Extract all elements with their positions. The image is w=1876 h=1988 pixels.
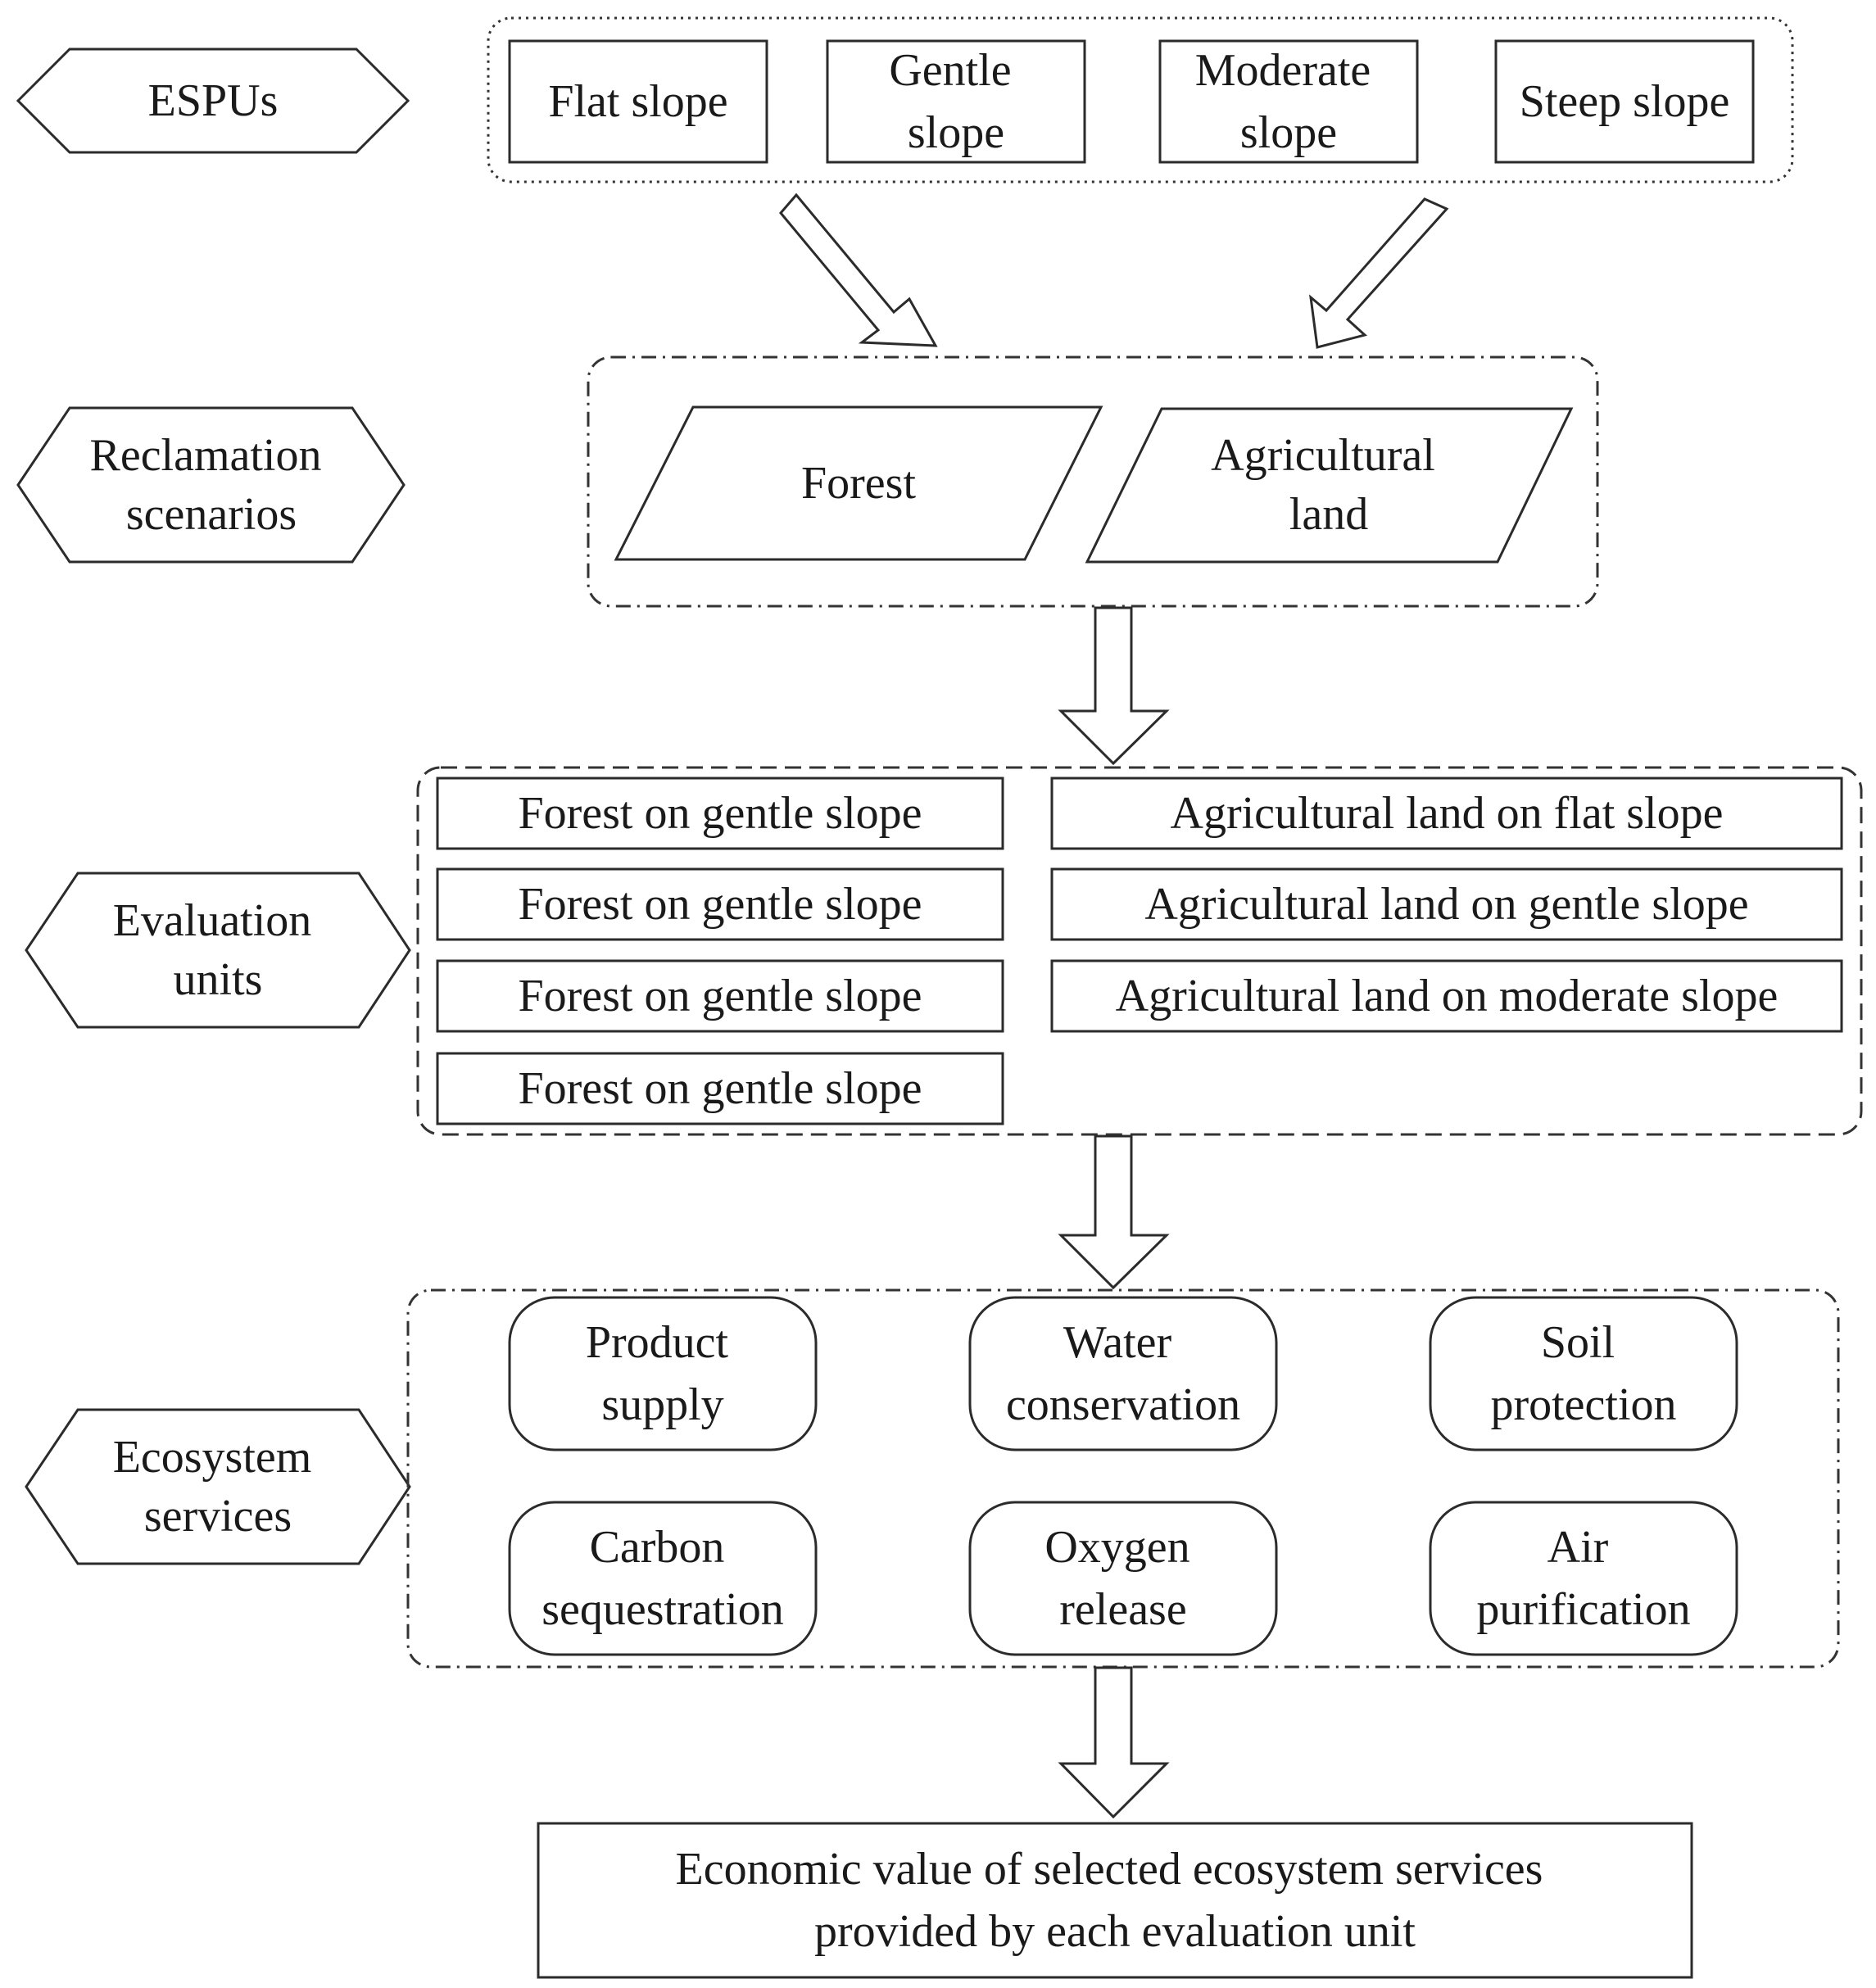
agri-unit-gentle-label: Agricultural land on gentle slope [1144, 879, 1748, 930]
svg-text:Economic value of selected eco: Economic value of selected ecosystem ser… [676, 1844, 1555, 1957]
arrow-down-1 [1058, 606, 1170, 766]
svg-text:Product supply: Product supply [586, 1317, 740, 1430]
espus-group-border [487, 16, 1794, 183]
forest-unit: Forest on gentle slope [436, 777, 1004, 850]
service-soil-line-2: protection [1490, 1379, 1676, 1430]
agri-unit-gentle: Agricultural land on gentle slope [1050, 867, 1843, 941]
stage-espus-line-1: ESPUs [148, 75, 279, 126]
slope-box-moderate: Moderate slope [1158, 39, 1419, 164]
service-product-supply: Product supply [508, 1296, 818, 1451]
service-water-conservation: Water conservation [968, 1296, 1278, 1451]
result-box: Economic value of selected ecosystem ser… [537, 1822, 1693, 1979]
svg-text:Gentle slope: Gentle slope [889, 45, 1022, 158]
service-carbon-sequestration: Carbon sequestration [508, 1501, 818, 1656]
svg-text:Moderate slope: Moderate slope [1195, 45, 1383, 158]
arrow-diagonal-left [779, 192, 938, 347]
forest-unit-label: Forest on gentle slope [518, 788, 922, 839]
stage-evaluation-line-2: units [174, 954, 263, 1005]
forest-unit: Forest on gentle slope [436, 1052, 1004, 1125]
svg-text:Evaluation units: Evaluation units [113, 895, 324, 1005]
service-air-line-2: purification [1476, 1584, 1690, 1635]
svg-text:Water conservation: Water conservation [1006, 1317, 1240, 1430]
forest-unit-label: Forest on gentle slope [518, 1063, 922, 1114]
svg-text:Agricultural land: Agricultural land [1211, 430, 1447, 540]
service-water-line-1: Water [1063, 1317, 1172, 1368]
forest-unit: Forest on gentle slope [436, 867, 1004, 941]
slope-gentle-line-2: slope [908, 107, 1004, 158]
service-carbon-line-2: sequestration [542, 1584, 783, 1635]
arrow-down-2 [1058, 1134, 1170, 1290]
svg-text:Reclamation scenarios: Reclamation scenarios [89, 430, 333, 540]
svg-text:Carbon sequestration: Carbon sequestration [542, 1522, 783, 1635]
result-line-2: provided by each evaluation unit [814, 1906, 1416, 1957]
stage-ecosystem-line-2: services [144, 1491, 292, 1542]
forest-unit-label: Forest on gentle slope [518, 879, 922, 930]
slope-flat-line-1: Flat slope [548, 76, 727, 127]
slope-moderate-line-1: Moderate [1195, 45, 1371, 96]
stage-reclamation-line-2: scenarios [126, 489, 297, 540]
service-air-purification: Air purification [1429, 1501, 1738, 1656]
result-line-1: Economic value of selected ecosystem ser… [676, 1844, 1543, 1895]
stage-label-espus: ESPUs [16, 48, 410, 154]
stage-ecosystem-line-1: Ecosystem [113, 1432, 312, 1483]
slope-box-gentle: Gentle slope [826, 39, 1086, 164]
scenario-agri-line-2: land [1289, 489, 1368, 540]
service-carbon-line-1: Carbon [590, 1522, 725, 1573]
slope-steep-line-1: Steep slope [1520, 76, 1730, 127]
service-water-line-2: conservation [1006, 1379, 1240, 1430]
scenario-forest: Forest [614, 405, 1103, 561]
service-product-line-2: supply [601, 1379, 723, 1430]
svg-text:Steep slope: Steep slope [1520, 76, 1730, 127]
forest-unit: Forest on gentle slope [436, 959, 1004, 1033]
agri-unit-flat-label: Agricultural land on flat slope [1171, 788, 1724, 839]
stage-evaluation-line-1: Evaluation [113, 895, 312, 946]
slope-box-steep: Steep slope [1494, 39, 1755, 164]
arrow-down-3 [1058, 1666, 1170, 1819]
reclamation-group-border [587, 355, 1599, 608]
service-air-line-1: Air [1547, 1522, 1609, 1573]
service-soil-protection: Soil protection [1429, 1296, 1738, 1451]
svg-text:Forest: Forest [801, 458, 916, 509]
scenario-agricultural-land: Agricultural land [1085, 407, 1574, 564]
stage-label-ecosystem-services: Ecosystem services [25, 1408, 411, 1565]
ecosystem-group-border [406, 1288, 1840, 1669]
stage-label-reclamation-scenarios: Reclamation scenarios [16, 406, 406, 564]
stage-label-evaluation-units: Evaluation units [25, 872, 411, 1029]
svg-text:Ecosystem services: Ecosystem services [113, 1432, 324, 1542]
svg-text:Soil protection: Soil protection [1490, 1317, 1676, 1430]
agri-unit-moderate-label: Agricultural land on moderate slope [1116, 971, 1779, 1021]
svg-text:ESPUs: ESPUs [148, 75, 279, 126]
service-oxygen-release: Oxygen release [968, 1501, 1278, 1656]
service-product-line-1: Product [586, 1317, 729, 1368]
forest-unit-label: Forest on gentle slope [518, 971, 922, 1021]
agri-unit-flat: Agricultural land on flat slope [1050, 777, 1843, 850]
arrow-diagonal-right [1309, 197, 1449, 349]
service-soil-line-1: Soil [1541, 1317, 1615, 1368]
scenario-forest-line-1: Forest [801, 458, 916, 509]
service-oxygen-line-2: release [1059, 1584, 1186, 1635]
evaluation-group-border [416, 766, 1863, 1136]
slope-moderate-line-2: slope [1240, 107, 1337, 158]
svg-text:Flat slope: Flat slope [548, 76, 727, 127]
agri-unit-moderate: Agricultural land on moderate slope [1050, 959, 1843, 1033]
service-oxygen-line-1: Oxygen [1044, 1522, 1189, 1573]
scenario-agri-line-1: Agricultural [1211, 430, 1435, 481]
slope-gentle-line-1: Gentle [889, 45, 1011, 96]
stage-reclamation-line-1: Reclamation [89, 430, 321, 481]
slope-box-flat: Flat slope [508, 39, 768, 164]
svg-text:Oxygen release: Oxygen release [1044, 1522, 1201, 1635]
svg-text:Air purification: Air purification [1476, 1522, 1690, 1635]
